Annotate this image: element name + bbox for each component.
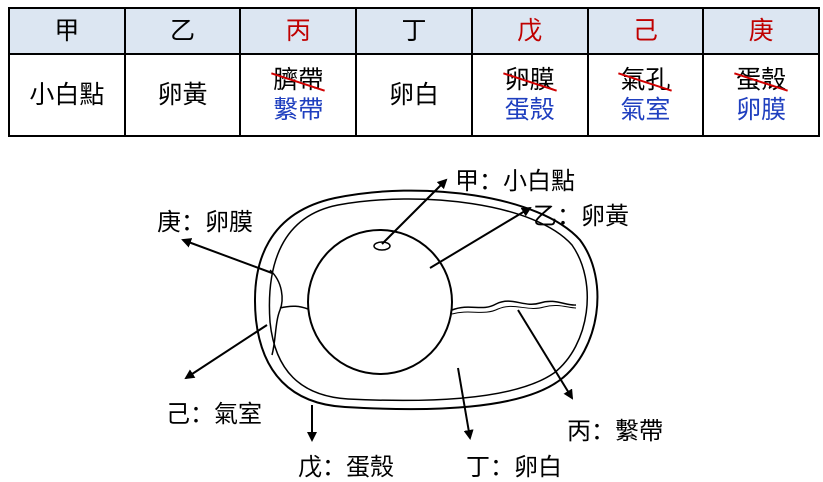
header-bing: 丙 (239, 7, 358, 55)
chalaza-right-lower (451, 304, 577, 315)
struck-answer: 卵膜 (504, 65, 555, 94)
arrow-jia (381, 178, 448, 245)
cell-ji: 氣孔 氣室 (586, 53, 705, 137)
corrected-answer: 氣室 (620, 95, 671, 124)
cell-yi: 卵黃 (123, 53, 242, 137)
corrected-answer: 繫帶 (273, 95, 324, 124)
corrected-answer: 蛋殼 (504, 95, 555, 124)
header-wu: 戊 (470, 7, 589, 55)
header-ji: 己 (586, 7, 705, 55)
corrected-answer: 卵膜 (736, 95, 787, 124)
label-yi: 乙：卵黃 (533, 202, 629, 230)
label-bing: 丙：繫帶 (567, 417, 663, 445)
header-geng: 庚 (702, 7, 820, 55)
cell-jia: 小白點 (8, 53, 126, 137)
label-ji: 己：氣室 (166, 400, 262, 428)
egg-membrane-outline (268, 198, 589, 402)
table-body-row: 小白點 卵黃 臍帶 繫帶 卵白 卵膜 蛋殼 氣孔 氣室 蛋殼 卵膜 (8, 53, 820, 137)
air-cell (269, 269, 283, 356)
cell-wu: 卵膜 蛋殼 (470, 53, 589, 137)
answer-table: 甲 乙 丙 丁 戊 己 庚 小白點 卵黃 臍帶 繫帶 卵白 卵膜 蛋殼 氣孔 氣… (8, 7, 820, 137)
arrow-ding (457, 367, 474, 440)
label-geng: 庚：卵膜 (157, 208, 253, 236)
arrow-yi (429, 206, 532, 269)
chalaza-right (451, 300, 577, 311)
label-jia: 甲：小白點 (455, 167, 575, 195)
label-ding: 丁：卵白 (466, 453, 562, 481)
egg-shell-outline (254, 189, 599, 411)
header-ding: 丁 (355, 7, 473, 55)
cell-ding: 卵白 (355, 53, 473, 137)
chalaza-left (279, 305, 309, 310)
header-yi: 乙 (123, 7, 242, 55)
arrow-geng (181, 238, 273, 274)
yolk (307, 229, 453, 375)
header-jia: 甲 (8, 7, 126, 55)
label-wu: 戊：蛋殼 (298, 453, 394, 481)
arrow-ji (184, 324, 268, 380)
struck-answer: 臍帶 (273, 65, 324, 94)
table-header-row: 甲 乙 丙 丁 戊 己 庚 (8, 7, 820, 55)
germinal-disc (373, 241, 391, 251)
cell-bing: 臍帶 繫帶 (239, 53, 358, 137)
struck-answer: 氣孔 (620, 65, 671, 94)
cell-geng: 蛋殼 卵膜 (702, 53, 820, 137)
arrow-bing (517, 309, 574, 400)
struck-answer: 蛋殼 (736, 65, 787, 94)
